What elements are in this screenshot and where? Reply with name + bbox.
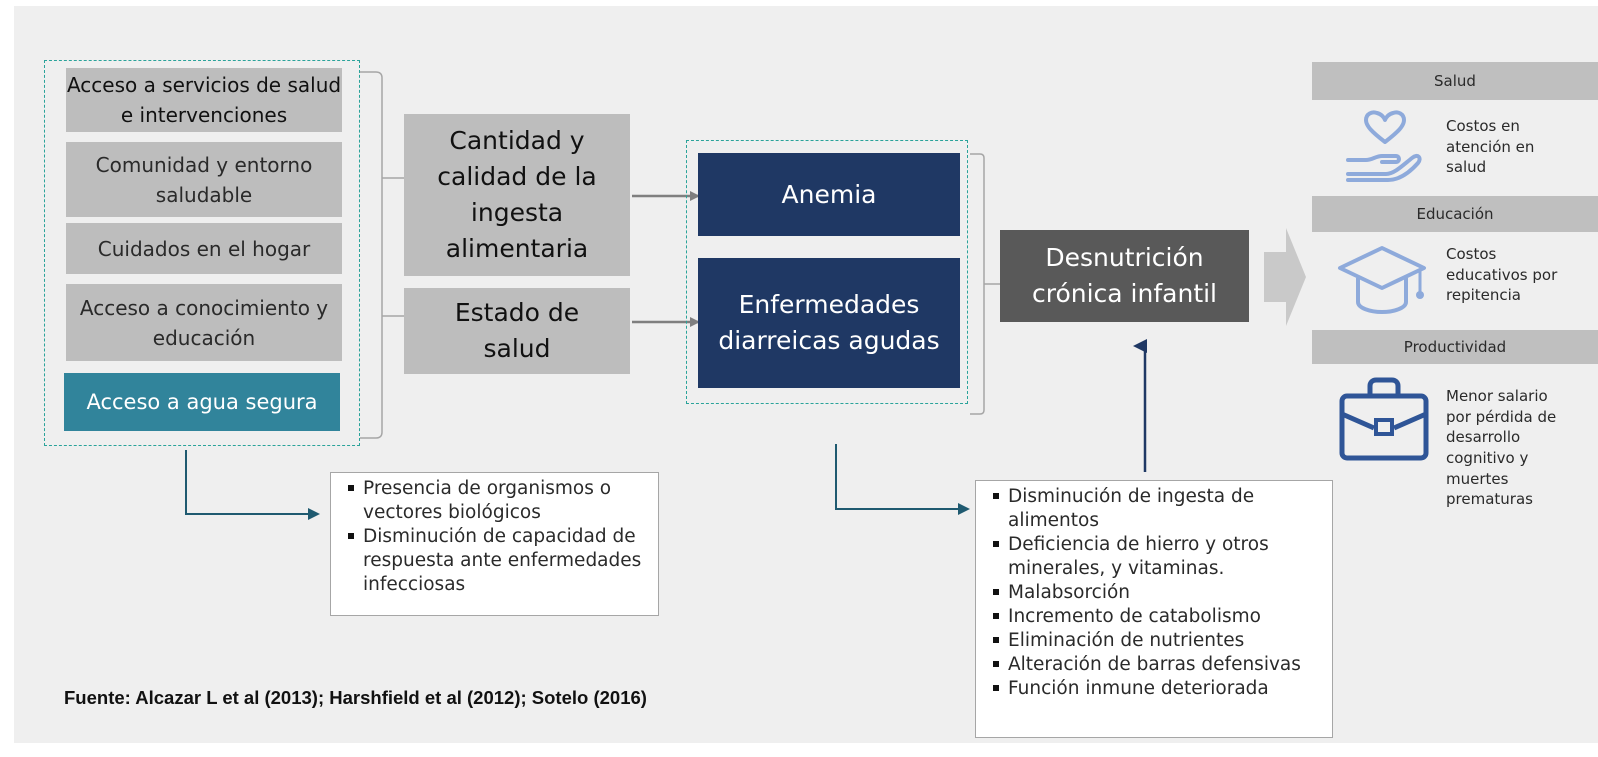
consequence-salud-text: Costos en atención en salud bbox=[1446, 117, 1535, 177]
arrow-conditions-to-list bbox=[835, 444, 970, 515]
source-note: Fuente: Alcazar L et al (2013); Harshfie… bbox=[64, 687, 647, 708]
outcome-box: Desnutrición crónica infantil bbox=[1000, 230, 1249, 322]
hand-heart-icon bbox=[1346, 110, 1422, 182]
consequence-educacion-text: Costos educativos por repitencia bbox=[1446, 245, 1558, 305]
determinant-home-care: Cuidados en el hogar bbox=[66, 223, 342, 274]
arrow-determinants-to-list bbox=[185, 450, 320, 520]
list-item: Malabsorción bbox=[990, 581, 1326, 605]
consequence-productividad-text: Menor salario por pérdida de desarrollo … bbox=[1446, 387, 1557, 509]
conditions-group bbox=[686, 140, 968, 404]
middle-effects-list: Disminución de ingesta de alimentos Defi… bbox=[975, 480, 1333, 738]
health-status-box: Estado de salud bbox=[404, 288, 630, 374]
list-item: Función inmune deteriorada bbox=[990, 677, 1326, 701]
briefcase-icon bbox=[1339, 377, 1429, 461]
intake-box: Cantidad y calidad de la ingesta aliment… bbox=[404, 114, 630, 276]
eda-box: Enfermedades diarreicas agudas bbox=[698, 258, 960, 388]
list-item: Alteración de barras defensivas bbox=[990, 653, 1326, 677]
anemia-box: Anemia bbox=[698, 153, 960, 236]
diagram-canvas: Acceso a servicios de salud e intervenci… bbox=[14, 6, 1598, 743]
list-item: Presencia de organismos o vectores bioló… bbox=[345, 477, 650, 525]
header-educacion: Educación bbox=[1312, 196, 1598, 232]
list-item: Deficiencia de hierro y otros minerales,… bbox=[990, 533, 1326, 581]
determinant-knowledge: Acceso a conocimiento y educación bbox=[66, 284, 342, 361]
determinant-health-services: Acceso a servicios de salud e intervenci… bbox=[66, 68, 342, 132]
header-productividad: Productividad bbox=[1312, 330, 1598, 364]
list-item: Eliminación de nutrientes bbox=[990, 629, 1326, 653]
list-item: Disminución de ingesta de alimentos bbox=[990, 485, 1326, 533]
list-item: Disminución de capacidad de respuesta an… bbox=[345, 525, 650, 597]
determinant-safe-water: Acceso a agua segura bbox=[64, 373, 340, 431]
header-salud: Salud bbox=[1312, 62, 1598, 100]
outcome-to-consequences-arrow bbox=[1264, 228, 1306, 326]
graduation-cap-icon bbox=[1338, 246, 1426, 314]
determinants-group bbox=[44, 60, 360, 446]
left-effects-list: Presencia de organismos o vectores bioló… bbox=[330, 472, 659, 616]
determinants-bracket bbox=[360, 71, 383, 439]
conditions-bracket bbox=[970, 153, 985, 415]
connectors-layer bbox=[185, 71, 1306, 520]
determinant-community: Comunidad y entorno saludable bbox=[66, 142, 342, 217]
list-item: Incremento de catabolismo bbox=[990, 605, 1326, 629]
